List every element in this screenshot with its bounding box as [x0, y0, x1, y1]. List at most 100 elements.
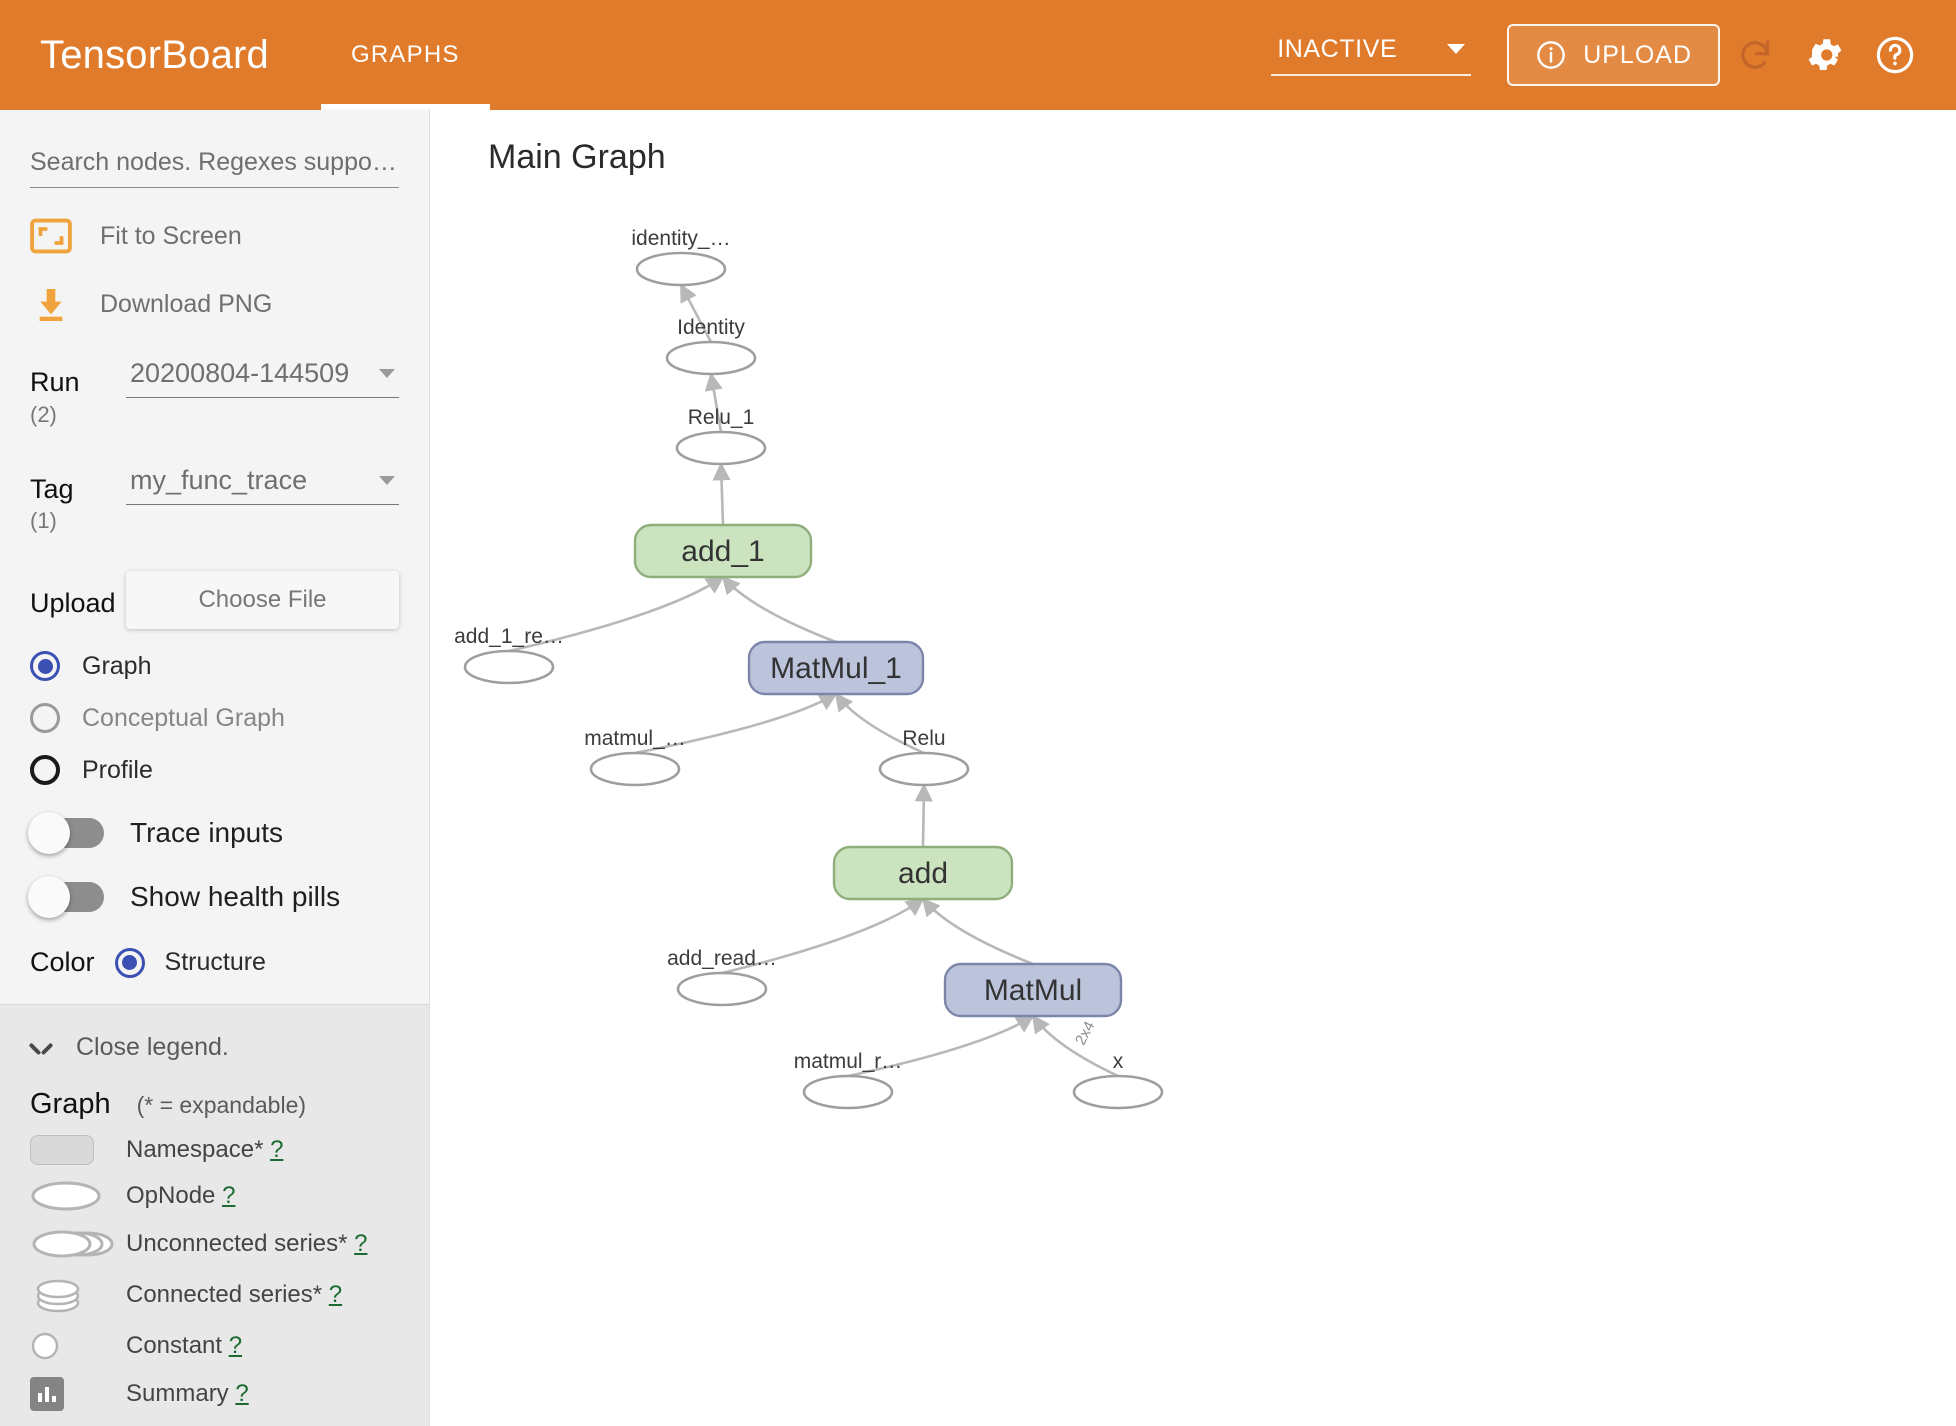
graph-node-label: matmul_…	[584, 727, 686, 750]
tag-select[interactable]: my_func_trace	[126, 465, 399, 505]
graph-node-label: Relu_1	[688, 406, 755, 429]
legend-title: Graph	[30, 1088, 111, 1121]
namespace-swatch-icon	[30, 1135, 126, 1166]
upload-field: Upload Choose File	[30, 571, 399, 630]
help-link[interactable]: ?	[328, 1281, 343, 1309]
radio-profile-indicator	[30, 755, 60, 786]
graph-edge	[721, 575, 837, 644]
graph-node-label: add_1_re…	[454, 625, 564, 648]
help-link[interactable]: ?	[228, 1332, 243, 1360]
toggle-trace-inputs[interactable]: Trace inputs	[28, 812, 399, 855]
help-link[interactable]: ?	[270, 1136, 284, 1164]
graph-node-Relu[interactable]: Relu	[878, 727, 970, 787]
graph-node-x[interactable]: x	[1072, 1050, 1164, 1110]
summary-swatch-icon	[30, 1377, 126, 1412]
graph-node-add_1[interactable]: add_1	[633, 523, 813, 579]
status-dropdown[interactable]: INACTIVE	[1271, 34, 1472, 76]
graph-node-Relu_1[interactable]: Relu_1	[675, 406, 767, 466]
upload-button-label: UPLOAD	[1583, 40, 1692, 69]
tag-label-group: Tag (1)	[30, 465, 126, 538]
fit-to-screen-icon	[30, 218, 72, 254]
graph-edge	[1031, 1014, 1119, 1078]
radio-graph[interactable]: Graph	[30, 651, 399, 682]
graph-edge	[921, 897, 1034, 966]
graph-node-matmul_readvariableop[interactable]: matmul_r…	[794, 1050, 903, 1110]
graph-node-add[interactable]: add	[832, 845, 1014, 901]
graph-node-label: add_read…	[667, 947, 777, 970]
fit-to-screen-button[interactable]: Fit to Screen	[30, 218, 399, 254]
computation-graph[interactable]: 2x4identity_…IdentityRelu_1add_1add_1_re…	[430, 110, 1956, 1426]
gear-icon[interactable]	[1790, 20, 1860, 90]
toggle-show-health-pills[interactable]: Show health pills	[28, 876, 399, 919]
tab-graphs[interactable]: GRAPHS	[321, 0, 490, 110]
run-count: (2)	[30, 401, 57, 427]
connected-series-swatch-icon	[30, 1275, 126, 1315]
radio-conceptual-graph[interactable]: Conceptual Graph	[30, 703, 399, 734]
legend-panel: Close legend. Graph (* = expandable) Nam…	[0, 1004, 429, 1426]
tab-graphs-label: GRAPHS	[351, 41, 460, 68]
constant-swatch-icon	[30, 1329, 126, 1363]
run-select[interactable]: 20200804-144509	[126, 358, 399, 398]
radio-structure-indicator[interactable]	[114, 947, 145, 978]
legend-item-constant: Constant ?	[30, 1329, 399, 1363]
radio-structure-label: Structure	[164, 948, 266, 977]
tag-value: my_func_trace	[130, 464, 308, 495]
graph-node-MatMul_1[interactable]: MatMul_1	[747, 640, 925, 696]
graph-edge	[847, 1014, 1035, 1078]
help-link[interactable]: ?	[354, 1230, 368, 1258]
toggle-show-health-pills-switch	[28, 876, 104, 919]
graph-node-Identity[interactable]: Identity	[665, 316, 757, 376]
legend-item-connected-series-label: Connected series*	[126, 1281, 323, 1309]
legend-item-unconnected-series: Unconnected series* ?	[30, 1227, 399, 1261]
close-legend-button[interactable]: Close legend.	[30, 1033, 399, 1062]
choose-file-button[interactable]: Choose File	[126, 571, 399, 630]
sidebar: Search nodes. Regexes suppor… Fit to Scr…	[0, 110, 430, 1426]
graph-node-matmul_readvariableop_1[interactable]: matmul_…	[584, 727, 686, 787]
upload-button[interactable]: UPLOAD	[1507, 24, 1720, 86]
legend-item-opnode: OpNode ?	[30, 1179, 399, 1213]
graph-edge	[634, 692, 838, 755]
graph-node-identity_out[interactable]: identity_…	[631, 227, 731, 287]
legend-item-unconnected-series-label: Unconnected series*	[126, 1230, 348, 1258]
graph-node-MatMul[interactable]: MatMul	[943, 962, 1123, 1018]
opnode-swatch-icon	[30, 1179, 126, 1213]
toggle-trace-inputs-switch	[28, 812, 104, 855]
status-dropdown-value: INACTIVE	[1277, 34, 1398, 63]
radio-profile[interactable]: Profile	[30, 755, 399, 786]
tag-label: Tag	[30, 473, 74, 504]
run-selector: Run (2) 20200804-144509	[30, 358, 399, 431]
legend-item-constant-label: Constant	[126, 1332, 223, 1360]
graph-edge	[704, 372, 723, 433]
radio-conceptual-graph-label: Conceptual Graph	[82, 703, 285, 732]
search-input[interactable]: Search nodes. Regexes suppor…	[30, 148, 399, 188]
color-mode-group: Color Structure	[30, 947, 399, 1004]
chevron-down-icon	[379, 475, 395, 485]
info-circle-icon	[1535, 39, 1567, 71]
graph-node-label: Identity	[677, 316, 745, 339]
legend-item-namespace-label: Namespace*	[126, 1136, 264, 1164]
help-link[interactable]: ?	[235, 1380, 249, 1408]
graph-edge	[721, 897, 925, 975]
close-legend-label: Close legend.	[76, 1033, 229, 1062]
help-link[interactable]: ?	[222, 1182, 236, 1210]
search-input-placeholder: Search nodes. Regexes suppor…	[30, 148, 399, 176]
upload-label: Upload	[30, 588, 116, 619]
download-png-button[interactable]: Download PNG	[30, 284, 399, 324]
app-header: TensorBoard GRAPHS INACTIVE UPLOAD	[0, 0, 1956, 110]
run-label-group: Run (2)	[30, 358, 126, 431]
graph-edge	[834, 692, 925, 755]
graph-node-add_readvariableop[interactable]: add_read…	[667, 947, 777, 1007]
run-label: Run	[30, 367, 80, 397]
refresh-icon[interactable]	[1720, 20, 1790, 90]
app-brand: TensorBoard	[40, 32, 269, 77]
help-circle-icon[interactable]	[1860, 20, 1930, 90]
graph-node-add_1_readvariableop[interactable]: add_1_re…	[454, 625, 564, 685]
chevron-down-icon	[1447, 44, 1466, 54]
legend-title-row: Graph (* = expandable)	[30, 1088, 399, 1121]
radio-graph-indicator	[30, 651, 60, 682]
run-value: 20200804-144509	[130, 358, 350, 388]
legend-item-summary: Summary ?	[30, 1377, 399, 1412]
radio-profile-label: Profile	[82, 755, 153, 784]
graph-edge	[508, 575, 725, 653]
